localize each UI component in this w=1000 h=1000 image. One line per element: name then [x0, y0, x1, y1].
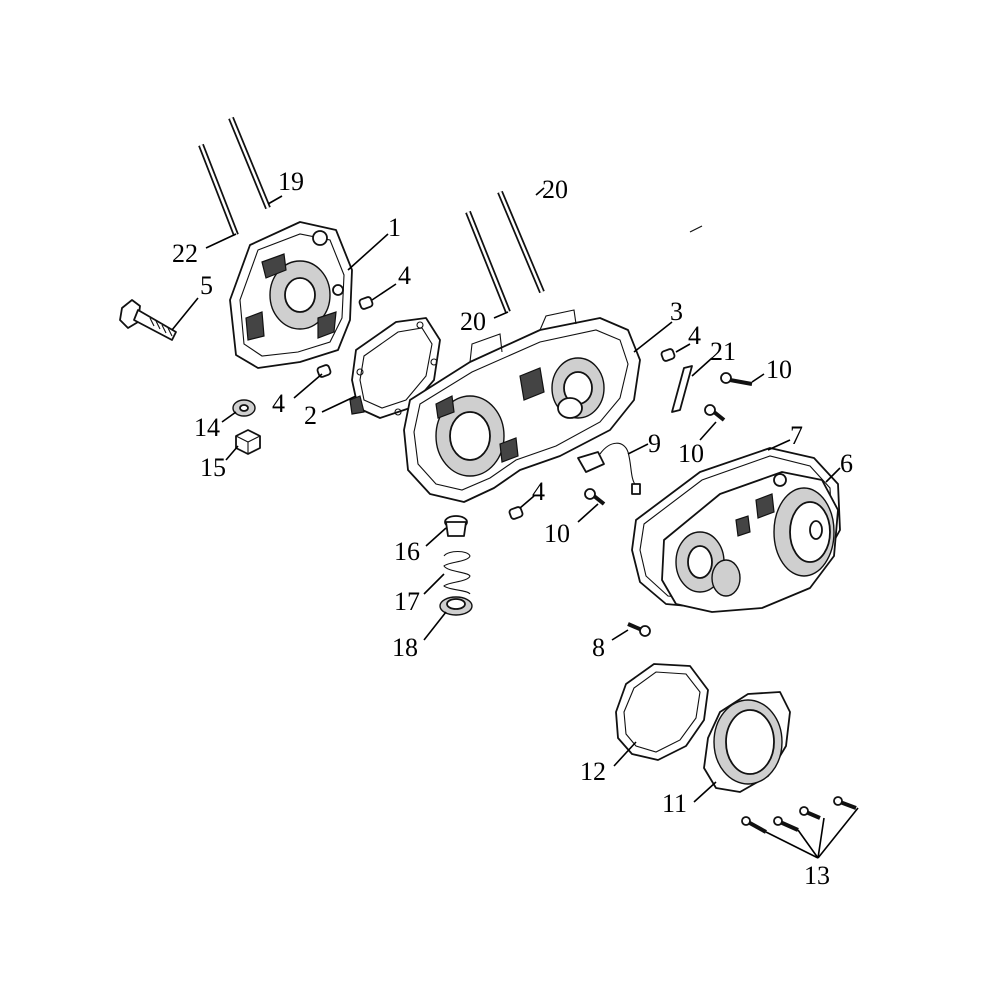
callout-15: 15	[200, 453, 226, 482]
callout-2: 2	[304, 401, 317, 430]
drain-plug-15	[235, 429, 261, 455]
bolt-10-lower	[584, 488, 606, 506]
washer-14	[232, 399, 256, 417]
callout-18: 18	[392, 633, 418, 662]
callout-16: 16	[394, 537, 420, 566]
stud-20-right	[497, 190, 545, 294]
dowel-4-lower-center	[508, 506, 524, 520]
bolt-10-upper	[720, 372, 753, 386]
callout-21: 21	[710, 337, 736, 366]
screws-13	[741, 796, 857, 834]
sensor-9	[577, 442, 641, 495]
crankcase-half-1	[229, 221, 353, 369]
callout-13: 13	[804, 861, 830, 890]
spring-17	[443, 550, 471, 595]
callout-10-upper: 10	[766, 355, 792, 384]
callout-10-lower: 10	[544, 519, 570, 548]
pin-21	[671, 365, 693, 413]
callout-4-upper-left: 4	[398, 261, 411, 290]
bolt-8	[627, 622, 651, 637]
transmission-cover-6	[661, 471, 839, 613]
callout-17: 17	[394, 587, 420, 616]
stray-mark	[689, 225, 703, 233]
dowel-4-upper-right	[660, 348, 676, 362]
callout-3: 3	[670, 297, 683, 326]
callout-19: 19	[278, 167, 304, 196]
stud-19	[228, 116, 271, 210]
dowel-4-lower-left	[316, 364, 332, 378]
callout-1: 1	[388, 213, 401, 242]
seal-18	[439, 596, 473, 616]
callout-20-lower: 20	[460, 307, 486, 336]
crankcase-main-3	[403, 309, 641, 503]
callout-9: 9	[648, 429, 661, 458]
callout-4-lower-left: 4	[272, 389, 285, 418]
callout-6: 6	[840, 449, 853, 478]
callout-22: 22	[172, 239, 198, 268]
callout-20-upper: 20	[542, 175, 568, 204]
callout-5: 5	[200, 271, 213, 300]
callout-8: 8	[592, 633, 605, 662]
plug-16	[444, 515, 468, 537]
stud-22	[198, 143, 239, 237]
dowel-4-upper-left	[358, 296, 374, 310]
callout-11: 11	[662, 789, 687, 818]
bolt-5	[119, 299, 177, 341]
callout-12: 12	[580, 757, 606, 786]
cover-11	[703, 691, 791, 793]
leader-lines	[171, 187, 859, 859]
callout-14: 14	[194, 413, 220, 442]
callout-4-upper-right: 4	[688, 321, 701, 350]
stud-20-left	[465, 210, 511, 314]
bolt-10-middle	[704, 404, 726, 422]
gasket-12	[615, 663, 709, 761]
callout-7: 7	[790, 421, 803, 450]
callout-4-lower-center: 4	[532, 477, 545, 506]
callout-10-middle: 10	[678, 439, 704, 468]
